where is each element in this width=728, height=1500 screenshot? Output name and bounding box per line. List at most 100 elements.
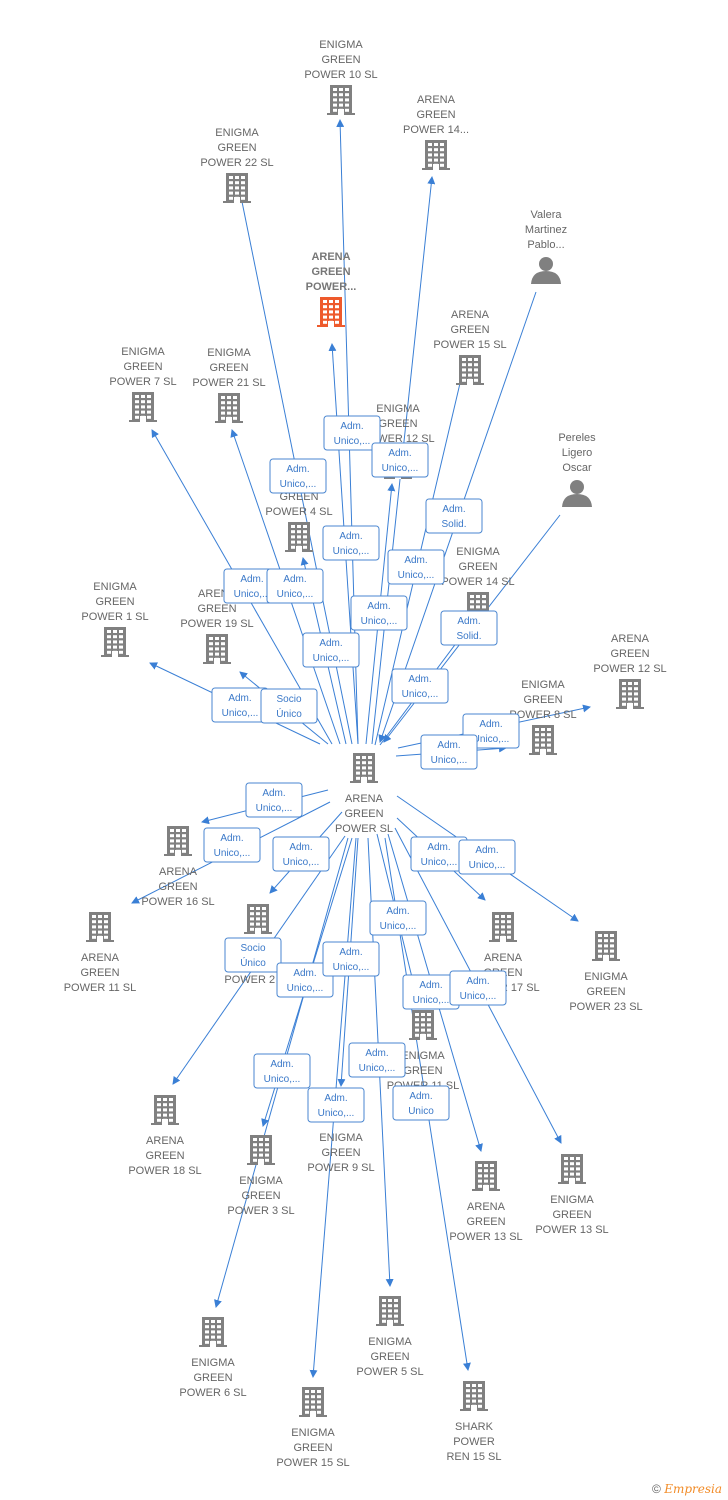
edge-label-text: Unico,... [234, 589, 271, 600]
edge-label-text: Adm. [367, 601, 390, 612]
node-label-line: GREEN [416, 109, 455, 121]
node-label-line: GREEN [193, 1372, 232, 1384]
copyright-icon: © [652, 1482, 661, 1496]
edge-label-11[interactable]: Adm.Unico,... [211, 687, 269, 723]
edge-label-31[interactable]: Adm.Unico [392, 1085, 450, 1121]
edge-label-10[interactable]: Adm.Unico,... [391, 668, 449, 704]
edge-label-text: Unico,... [473, 734, 510, 745]
node-23[interactable]: ARENA GREEN POWER 18 SL [128, 1095, 202, 1177]
edge-label-14[interactable]: Adm.Unico,... [420, 734, 478, 770]
edge-label-21[interactable]: Adm.Unico,... [458, 839, 516, 875]
edge-label-text: Adm. [286, 464, 309, 475]
node-label-line: ARENA [146, 1135, 185, 1147]
node-label-line: ENIGMA [550, 1194, 594, 1206]
brand-logo[interactable]: Empresia [664, 1482, 722, 1496]
building-icon [299, 1387, 327, 1417]
edge-label-text: Unico [408, 1106, 434, 1117]
edge-label-text: Adm. [262, 788, 285, 799]
node-label-line: GREEN [466, 1216, 505, 1228]
node-label-line: ARENA [611, 633, 650, 645]
edge-label-19[interactable]: Adm.Unico,... [272, 836, 330, 872]
edge-label-text: Unico,... [402, 689, 439, 700]
node-label-line: ENIGMA [121, 346, 165, 358]
building-icon [350, 753, 378, 783]
edge-label-18[interactable]: Adm.Unico,... [203, 827, 261, 863]
edge-label-text: Adm. [442, 504, 465, 515]
node-label-line: POWER 15 SL [433, 339, 506, 351]
edge-label-text: Adm. [457, 616, 480, 627]
node-label-line: GREEN [610, 648, 649, 660]
edge-label-17[interactable]: Adm.Unico,... [245, 782, 303, 818]
building-icon [203, 634, 231, 664]
edge-label-box [348, 1042, 406, 1078]
edge-label-box [369, 900, 427, 936]
edge-label-box [322, 941, 380, 977]
edge-label-29[interactable]: Adm.Unico,... [348, 1042, 406, 1078]
building-icon [151, 1095, 179, 1125]
edge-label-2[interactable]: Adm.Unico,... [371, 442, 429, 478]
node-label-line: POWER 18 SL [128, 1165, 201, 1177]
edge-label-text: Adm. [270, 1059, 293, 1070]
edge-label-25[interactable]: Adm.Unico,... [322, 941, 380, 977]
edge-label-8[interactable]: Adm.Unico,... [350, 595, 408, 631]
node-label-line: ENIGMA [207, 347, 251, 359]
node-5[interactable]: ARENAGREENPOWER... [306, 251, 357, 327]
node-4[interactable]: ValeraMartinezPablo... [525, 209, 567, 284]
edge-label-4[interactable]: Adm.Unico,... [322, 525, 380, 561]
edge-label-20[interactable]: Adm.Unico,... [410, 836, 468, 872]
edge-label-30[interactable]: Adm.Unico,... [307, 1087, 365, 1123]
node-label-line: POWER 23 SL [569, 1001, 642, 1013]
edge-label-7[interactable]: Adm.Unico,... [266, 568, 324, 604]
edge-label-text: Unico,... [413, 995, 450, 1006]
building-icon [101, 627, 129, 657]
node-label-line: ARENA [484, 952, 523, 964]
edge-label-box [425, 498, 483, 534]
edge-label-22[interactable]: Adm.Unico,... [369, 900, 427, 936]
building-icon [456, 355, 484, 385]
building-icon [129, 392, 157, 422]
edge-label-3[interactable]: Adm.Unico,... [269, 458, 327, 494]
edge-label-text: Solid. [441, 519, 466, 530]
edge-label-text: Adm. [228, 693, 251, 704]
node-label-line: GREEN [145, 1150, 184, 1162]
edge-label-27[interactable]: Adm.Unico,... [449, 970, 507, 1006]
edge-label-28[interactable]: Adm.Unico,... [253, 1053, 311, 1089]
edge-label-box [269, 458, 327, 494]
node-label-line: ENIGMA [239, 1175, 283, 1187]
edge-label-16[interactable]: Adm.Solid. [440, 610, 498, 646]
edge-label-9[interactable]: Adm.Unico,... [302, 632, 360, 668]
edge-label-text: Socio [240, 943, 265, 954]
edge-label-24[interactable]: Adm.Unico,... [276, 962, 334, 998]
building-icon [327, 85, 355, 115]
node-label-line: GREEN [311, 266, 350, 278]
edge-label-1[interactable]: Adm.Unico,... [323, 415, 381, 451]
edge-label-15[interactable]: Adm. Solid. [425, 498, 483, 534]
edge-label-5[interactable]: Adm.Unico,... [387, 549, 445, 585]
edge-label-text: Adm. [340, 421, 363, 432]
edge-label-text: Adm. [220, 833, 243, 844]
